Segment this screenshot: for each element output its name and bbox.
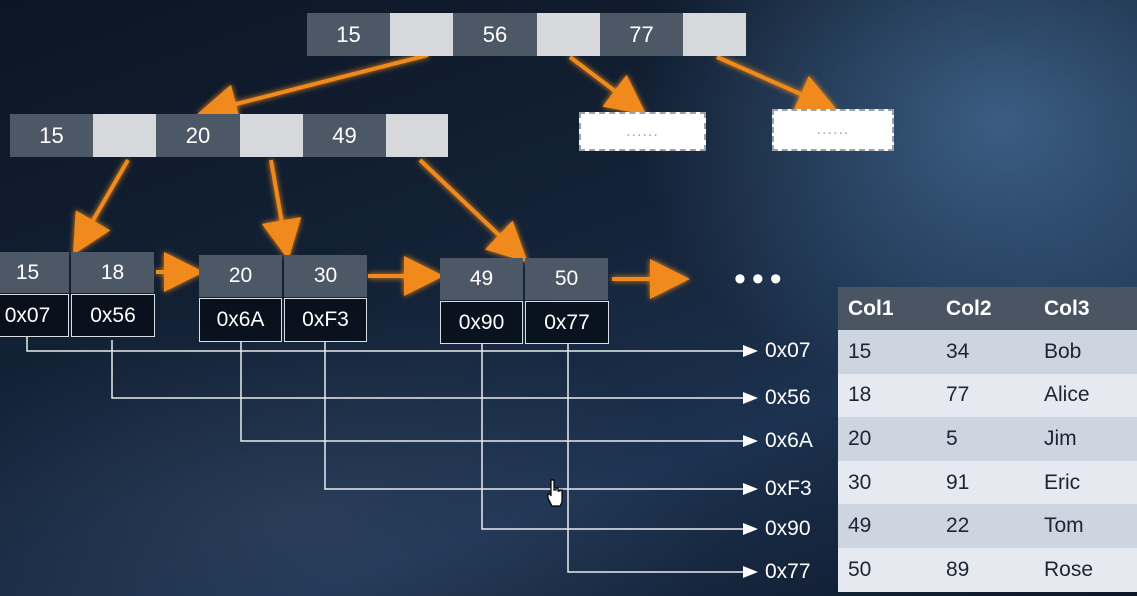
- table-cell: 5: [936, 417, 1034, 461]
- leaf-key: 15: [0, 252, 69, 293]
- table-cell: Bob: [1034, 330, 1137, 374]
- placeholder-node: ......: [772, 109, 894, 151]
- leaf-address: 0x56: [71, 294, 155, 337]
- leaf-address: 0x6A: [199, 298, 282, 342]
- connector-0xF3: [324, 342, 758, 495]
- column-header: Col3: [1034, 287, 1137, 330]
- internal-pointer: [386, 114, 448, 157]
- leaf-key: 18: [71, 252, 154, 293]
- arrow-root-to-internal: [197, 53, 429, 124]
- leaf-key: 30: [284, 255, 367, 297]
- table-cell: 91: [936, 460, 1034, 505]
- root-pointer: [537, 13, 600, 56]
- table-cell: 89: [936, 547, 1034, 592]
- leaf-address: 0xF3: [284, 298, 367, 342]
- table-cell: 22: [936, 504, 1034, 548]
- leaf-key: 50: [525, 258, 608, 300]
- table-header-row: Col1 Col2 Col3: [838, 287, 1137, 330]
- connector-0x77: [567, 344, 758, 578]
- table-cell: Eric: [1034, 460, 1137, 505]
- table-cell: 15: [838, 330, 936, 374]
- internal-key: 20: [156, 114, 240, 157]
- row-address-label: 0x56: [765, 386, 811, 409]
- row-address-label: 0x90: [765, 517, 811, 540]
- hand-cursor-icon: [547, 479, 563, 507]
- leaf-address: 0x90: [440, 301, 523, 344]
- table-row: 30 91 Eric: [838, 460, 1137, 505]
- leaf-address: 0x77: [525, 301, 609, 344]
- row-address-label: 0xF3: [765, 477, 812, 500]
- table-row: 15 34 Bob: [838, 330, 1137, 374]
- table-cell: 20: [838, 417, 936, 461]
- connector-0x56: [111, 340, 758, 404]
- placeholder-node: ......: [579, 112, 706, 151]
- arrow-root-to-placeholder-1: [568, 55, 647, 115]
- continuation-ellipsis: •••: [734, 260, 788, 298]
- table-cell: 30: [838, 460, 936, 505]
- table-row: 50 89 Rose: [838, 547, 1137, 592]
- arrow-internal-to-leaf-1: [72, 158, 130, 255]
- table-cell: Jim: [1034, 417, 1137, 461]
- connector-0x07: [26, 337, 758, 357]
- root-pointer: [683, 13, 746, 56]
- root-pointer: [390, 13, 453, 56]
- leaf-key: 49: [440, 258, 523, 300]
- root-key: 15: [307, 13, 390, 56]
- leaf-key: 20: [199, 255, 282, 297]
- row-address-label: 0x77: [765, 560, 811, 583]
- table-cell: 77: [936, 373, 1034, 418]
- table-cell: Tom: [1034, 504, 1137, 548]
- table-row: 18 77 Alice: [838, 373, 1137, 418]
- table-cell: 18: [838, 373, 936, 418]
- table-row: 49 22 Tom: [838, 504, 1137, 548]
- internal-key: 49: [303, 114, 386, 157]
- root-key: 77: [600, 13, 683, 56]
- arrow-internal-to-leaf-2: [261, 159, 302, 260]
- connector-0x6A: [240, 342, 758, 447]
- column-header: Col2: [936, 287, 1034, 330]
- root-key: 56: [453, 13, 537, 56]
- leaf-address: 0x07: [0, 294, 69, 337]
- table-cell: 49: [838, 504, 936, 548]
- connector-0x90: [481, 344, 758, 535]
- table-cell: 50: [838, 547, 936, 592]
- row-address-label: 0x6A: [765, 429, 813, 452]
- arrow-internal-to-leaf-3: [418, 158, 528, 263]
- row-address-label: 0x07: [765, 339, 811, 362]
- table-cell: Alice: [1034, 373, 1137, 418]
- arrow-root-to-placeholder-2: [716, 55, 838, 113]
- internal-pointer: [93, 114, 156, 157]
- table-cell: Rose: [1034, 547, 1137, 592]
- table-cell: 34: [936, 330, 1034, 374]
- internal-key: 15: [10, 114, 93, 157]
- data-table: Col1 Col2 Col3 15 34 Bob 18 77 Alice 20 …: [838, 287, 1137, 592]
- table-row: 20 5 Jim: [838, 417, 1137, 461]
- internal-pointer: [240, 114, 303, 157]
- column-header: Col1: [838, 287, 936, 330]
